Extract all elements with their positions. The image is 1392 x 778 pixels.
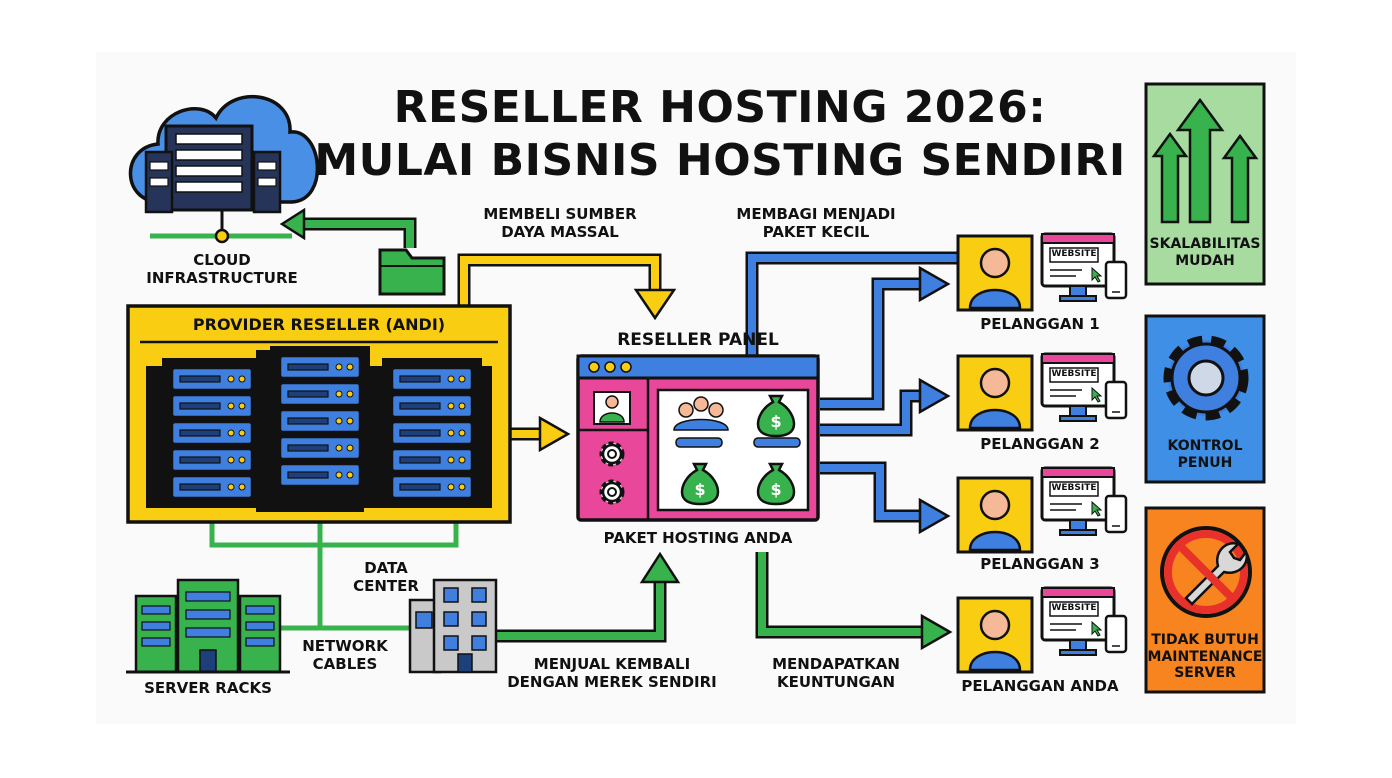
- benefit-no-maintenance-line3: SERVER: [1174, 665, 1236, 682]
- title-line-2: MULAI BISNIS HOSTING SENDIRI: [314, 134, 1126, 186]
- arrow-provider-right: [508, 415, 571, 453]
- label-untung: MENDAPATKAN KEUNTUNGAN: [748, 655, 924, 691]
- label-datacenter: DATA CENTER: [336, 559, 436, 595]
- building-icon: [408, 578, 498, 674]
- customer-2-label: PELANGGAN 2: [980, 435, 1100, 453]
- benefit-control-label: KONTROL PENUH: [1146, 438, 1264, 471]
- label-network-line1: NETWORK: [302, 637, 388, 655]
- arrow-profit: [755, 552, 953, 651]
- benefit-no-maintenance-line2: MAINTENANCE: [1147, 648, 1263, 665]
- benefit-no-maintenance-label: TIDAK BUTUH MAINTENANCE SERVER: [1146, 632, 1264, 682]
- gear-icon: [1163, 335, 1249, 421]
- label-jual-line1: MENJUAL KEMBALI: [533, 655, 691, 673]
- customer-3-label: PELANGGAN 3: [980, 555, 1100, 573]
- growth-arrows-icon: [1151, 97, 1259, 224]
- folder-icon: [378, 248, 446, 296]
- customer-anda-site: WEBSITE: [1051, 603, 1097, 613]
- arrows-to-customers: [745, 251, 958, 535]
- label-beli-line2: DAYA MASSAL: [501, 222, 619, 241]
- benefit-scalability-line2: MUDAH: [1175, 252, 1235, 269]
- label-cloud: CLOUD INFRASTRUCTURE: [130, 251, 314, 287]
- server-racks-icon: [126, 578, 290, 674]
- label-bagi: MEMBAGI MENJADI PAKET KECIL: [716, 205, 916, 241]
- benefit-scalability-line1: SKALABILITAS: [1149, 236, 1261, 252]
- label-untung-line1: MENDAPATKAN: [772, 655, 900, 673]
- label-cloud-line1: CLOUD: [193, 251, 251, 269]
- label-network-line2: CABLES: [312, 654, 378, 673]
- benefit-control: [1144, 314, 1266, 484]
- label-beli: MEMBELI SUMBER DAYA MASSAL: [460, 205, 660, 241]
- label-jual: MENJUAL KEMBALI DENGAN MEREK SENDIRI: [500, 655, 724, 691]
- label-paket: PAKET HOSTING ANDA: [603, 529, 793, 547]
- label-network: NETWORK CABLES: [290, 637, 400, 673]
- customer-anda-label: PELANGGAN ANDA: [961, 677, 1119, 695]
- benefit-control-line2: PENUH: [1177, 454, 1233, 471]
- arrow-sell-back: [494, 551, 681, 643]
- customer-1-site: WEBSITE: [1051, 249, 1097, 259]
- label-racks: SERVER RACKS: [144, 679, 272, 697]
- customer-3-site: WEBSITE: [1051, 483, 1097, 493]
- label-jual-line2: DENGAN MEREK SENDIRI: [507, 672, 717, 691]
- page-title: RESELLER HOSTING 2026: MULAI BISNIS HOST…: [300, 82, 1140, 188]
- label-bagi-line2: PAKET KECIL: [762, 222, 870, 241]
- label-beli-line1: MEMBELI SUMBER: [483, 205, 637, 223]
- benefit-control-line1: KONTROL: [1167, 438, 1243, 454]
- label-cloud-line2: INFRASTRUCTURE: [146, 268, 298, 287]
- benefit-scalability-label: SKALABILITAS MUDAH: [1146, 236, 1264, 269]
- no-wrench-icon: [1160, 526, 1252, 618]
- title-line-1: RESELLER HOSTING 2026:: [393, 82, 1047, 133]
- customer-2-site: WEBSITE: [1051, 369, 1097, 379]
- label-untung-line2: KEUNTUNGAN: [776, 672, 896, 691]
- reseller-panel-window: [576, 354, 820, 522]
- cloud-server-icon: [128, 94, 319, 244]
- benefit-no-maintenance: [1144, 506, 1266, 694]
- label-datacenter-line1: DATA: [364, 559, 408, 577]
- label-provider: PROVIDER RESELLER (ANDI): [192, 315, 446, 334]
- customer-1-label: PELANGGAN 1: [980, 315, 1100, 333]
- benefit-scalability: [1144, 82, 1266, 286]
- label-panel: RESELLER PANEL: [617, 330, 779, 350]
- label-datacenter-line2: CENTER: [353, 576, 419, 595]
- arrow-provider-to-panel: [457, 253, 677, 321]
- benefit-no-maintenance-line1: TIDAK BUTUH: [1151, 632, 1259, 648]
- arrow-folder-to-cloud: [279, 207, 417, 248]
- label-bagi-line1: MEMBAGI MENJADI: [736, 205, 896, 223]
- provider-reseller-box: [126, 304, 512, 524]
